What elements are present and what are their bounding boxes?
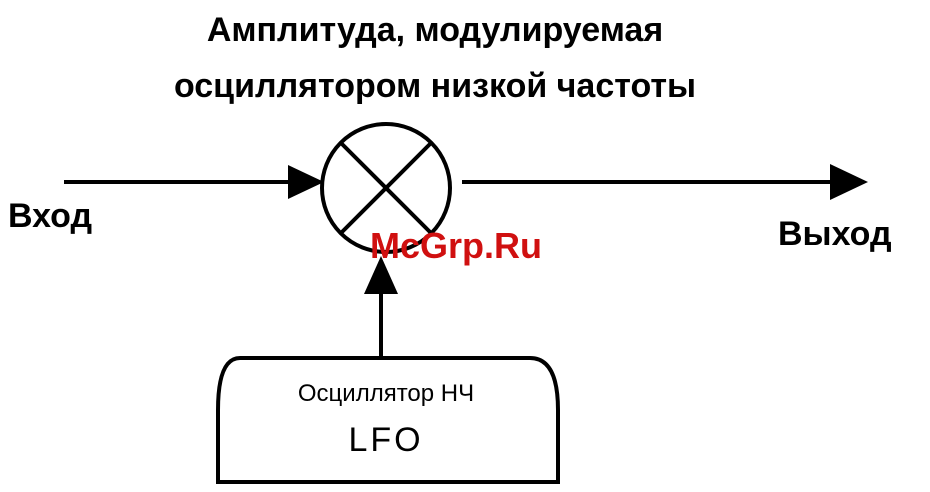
lfo-name: LFO xyxy=(216,418,556,462)
title-line-2: осциллятором низкой частоты xyxy=(0,58,870,114)
diagram-title: Амплитуда, модулируемая осциллятором низ… xyxy=(0,2,870,114)
output-arrowhead xyxy=(830,164,868,200)
output-label: Выход xyxy=(778,214,892,254)
lfo-caption: Осциллятор НЧ xyxy=(216,378,556,410)
input-label: Вход xyxy=(8,196,92,236)
watermark: McGrp.Ru xyxy=(370,224,542,268)
input-arrowhead xyxy=(288,165,324,199)
title-line-1: Амплитуда, модулируемая xyxy=(0,2,870,58)
